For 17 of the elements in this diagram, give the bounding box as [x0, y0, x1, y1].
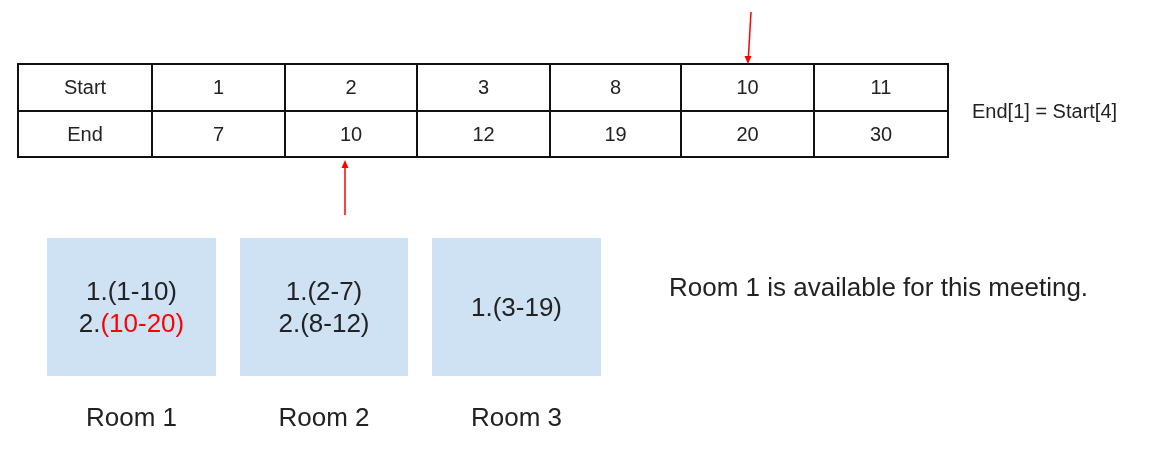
room-box — [240, 238, 408, 376]
schedule-entry: 1.(1-10) — [85, 275, 177, 307]
header-cell: End — [17, 110, 153, 158]
room-box — [47, 238, 216, 376]
header-cell: Start — [17, 63, 153, 112]
schedule-entry: 1.(3-19) — [470, 291, 562, 323]
schedule-entry: 1.(2-7) — [285, 275, 363, 307]
schedule-entry: 2.(10-20) — [78, 307, 185, 339]
value-cell: 30 — [813, 110, 949, 158]
equation-text: End[1] = Start[4] — [972, 99, 1118, 123]
value-cell: 11 — [813, 63, 949, 112]
note-text: Room 1 is available for this meeting. — [669, 272, 1089, 303]
room-label: Room 1 — [85, 401, 177, 433]
room-box — [432, 238, 601, 376]
room-label: Room 3 — [470, 401, 562, 433]
schedule-entry: 2.(8-12) — [278, 307, 370, 339]
room-label: Room 2 — [278, 401, 370, 433]
